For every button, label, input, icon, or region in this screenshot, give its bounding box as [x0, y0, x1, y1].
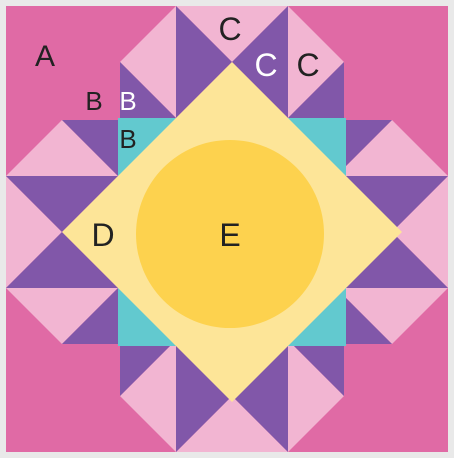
label-b-teal: B	[119, 124, 136, 154]
label-b-purple: B	[119, 86, 136, 116]
label-e: E	[219, 217, 240, 253]
label-c-purple: C	[254, 47, 277, 83]
label-a: A	[35, 40, 55, 73]
label-d: D	[91, 217, 114, 253]
label-b-pink: B	[85, 86, 102, 116]
label-c-pink: C	[296, 47, 319, 83]
label-c-top: C	[218, 11, 241, 47]
